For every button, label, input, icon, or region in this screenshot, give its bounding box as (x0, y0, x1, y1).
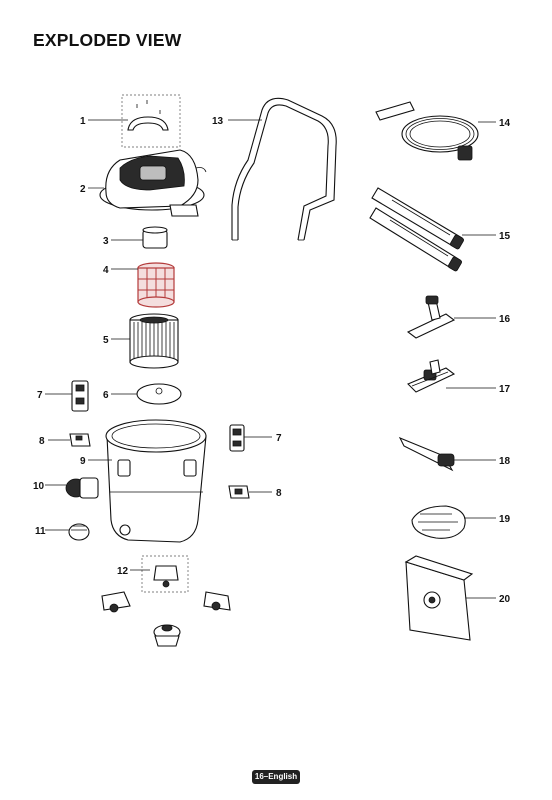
callout-11: 11 (35, 526, 46, 537)
callout-18: 18 (499, 456, 511, 467)
callout-12: 12 (117, 566, 129, 577)
part-handle (121, 94, 181, 148)
callout-9: 9 (80, 456, 86, 467)
callout-17: 17 (499, 384, 511, 395)
part-dust-bag (404, 555, 474, 641)
part-foam-filter (142, 226, 168, 249)
callout-8b: 8 (276, 488, 282, 499)
part-hose (375, 101, 479, 161)
callout-13: 13 (212, 116, 224, 127)
callout-3: 3 (103, 236, 109, 247)
part-drain-cap (68, 523, 90, 541)
callout-16: 16 (499, 314, 511, 325)
leader-lines (45, 119, 496, 599)
callout-1: 1 (80, 116, 86, 127)
part-hinge-left (69, 433, 91, 447)
callout-6: 6 (103, 390, 109, 401)
callout-8a: 8 (39, 436, 45, 447)
part-cartridge-filter (129, 313, 179, 369)
callout-labels: 1 2 3 4 5 7 6 8 9 7 10 8 11 12 13 14 15 … (33, 116, 511, 605)
callout-20: 20 (499, 594, 511, 605)
part-push-handle (231, 97, 337, 241)
callout-7b: 7 (276, 433, 282, 444)
callout-7a: 7 (37, 390, 43, 401)
part-filter-cage (137, 262, 175, 308)
part-utility-nozzle (407, 359, 456, 393)
part-floor-nozzle (406, 295, 456, 339)
part-latch-right (229, 424, 245, 452)
callout-10: 10 (33, 481, 45, 492)
part-drain-assembly (65, 477, 99, 499)
part-extension-wands (369, 187, 464, 272)
page-title: EXPLODED VIEW (33, 30, 182, 50)
callout-4: 4 (103, 265, 109, 276)
part-motor-head (99, 149, 207, 217)
callout-15: 15 (499, 231, 511, 242)
part-casters (101, 591, 231, 647)
callout-19: 19 (499, 514, 511, 525)
part-tank (105, 419, 207, 543)
part-caster-front (141, 555, 189, 593)
part-hinge-right (228, 485, 250, 499)
part-latch-left (71, 380, 89, 412)
part-filter-sleeve (411, 505, 466, 539)
part-crevice-tool (398, 436, 455, 472)
part-float-cap (136, 383, 182, 405)
page-footer: 16–English (252, 770, 300, 784)
callout-5: 5 (103, 335, 109, 346)
callout-14: 14 (499, 118, 511, 129)
callout-2: 2 (80, 184, 86, 195)
